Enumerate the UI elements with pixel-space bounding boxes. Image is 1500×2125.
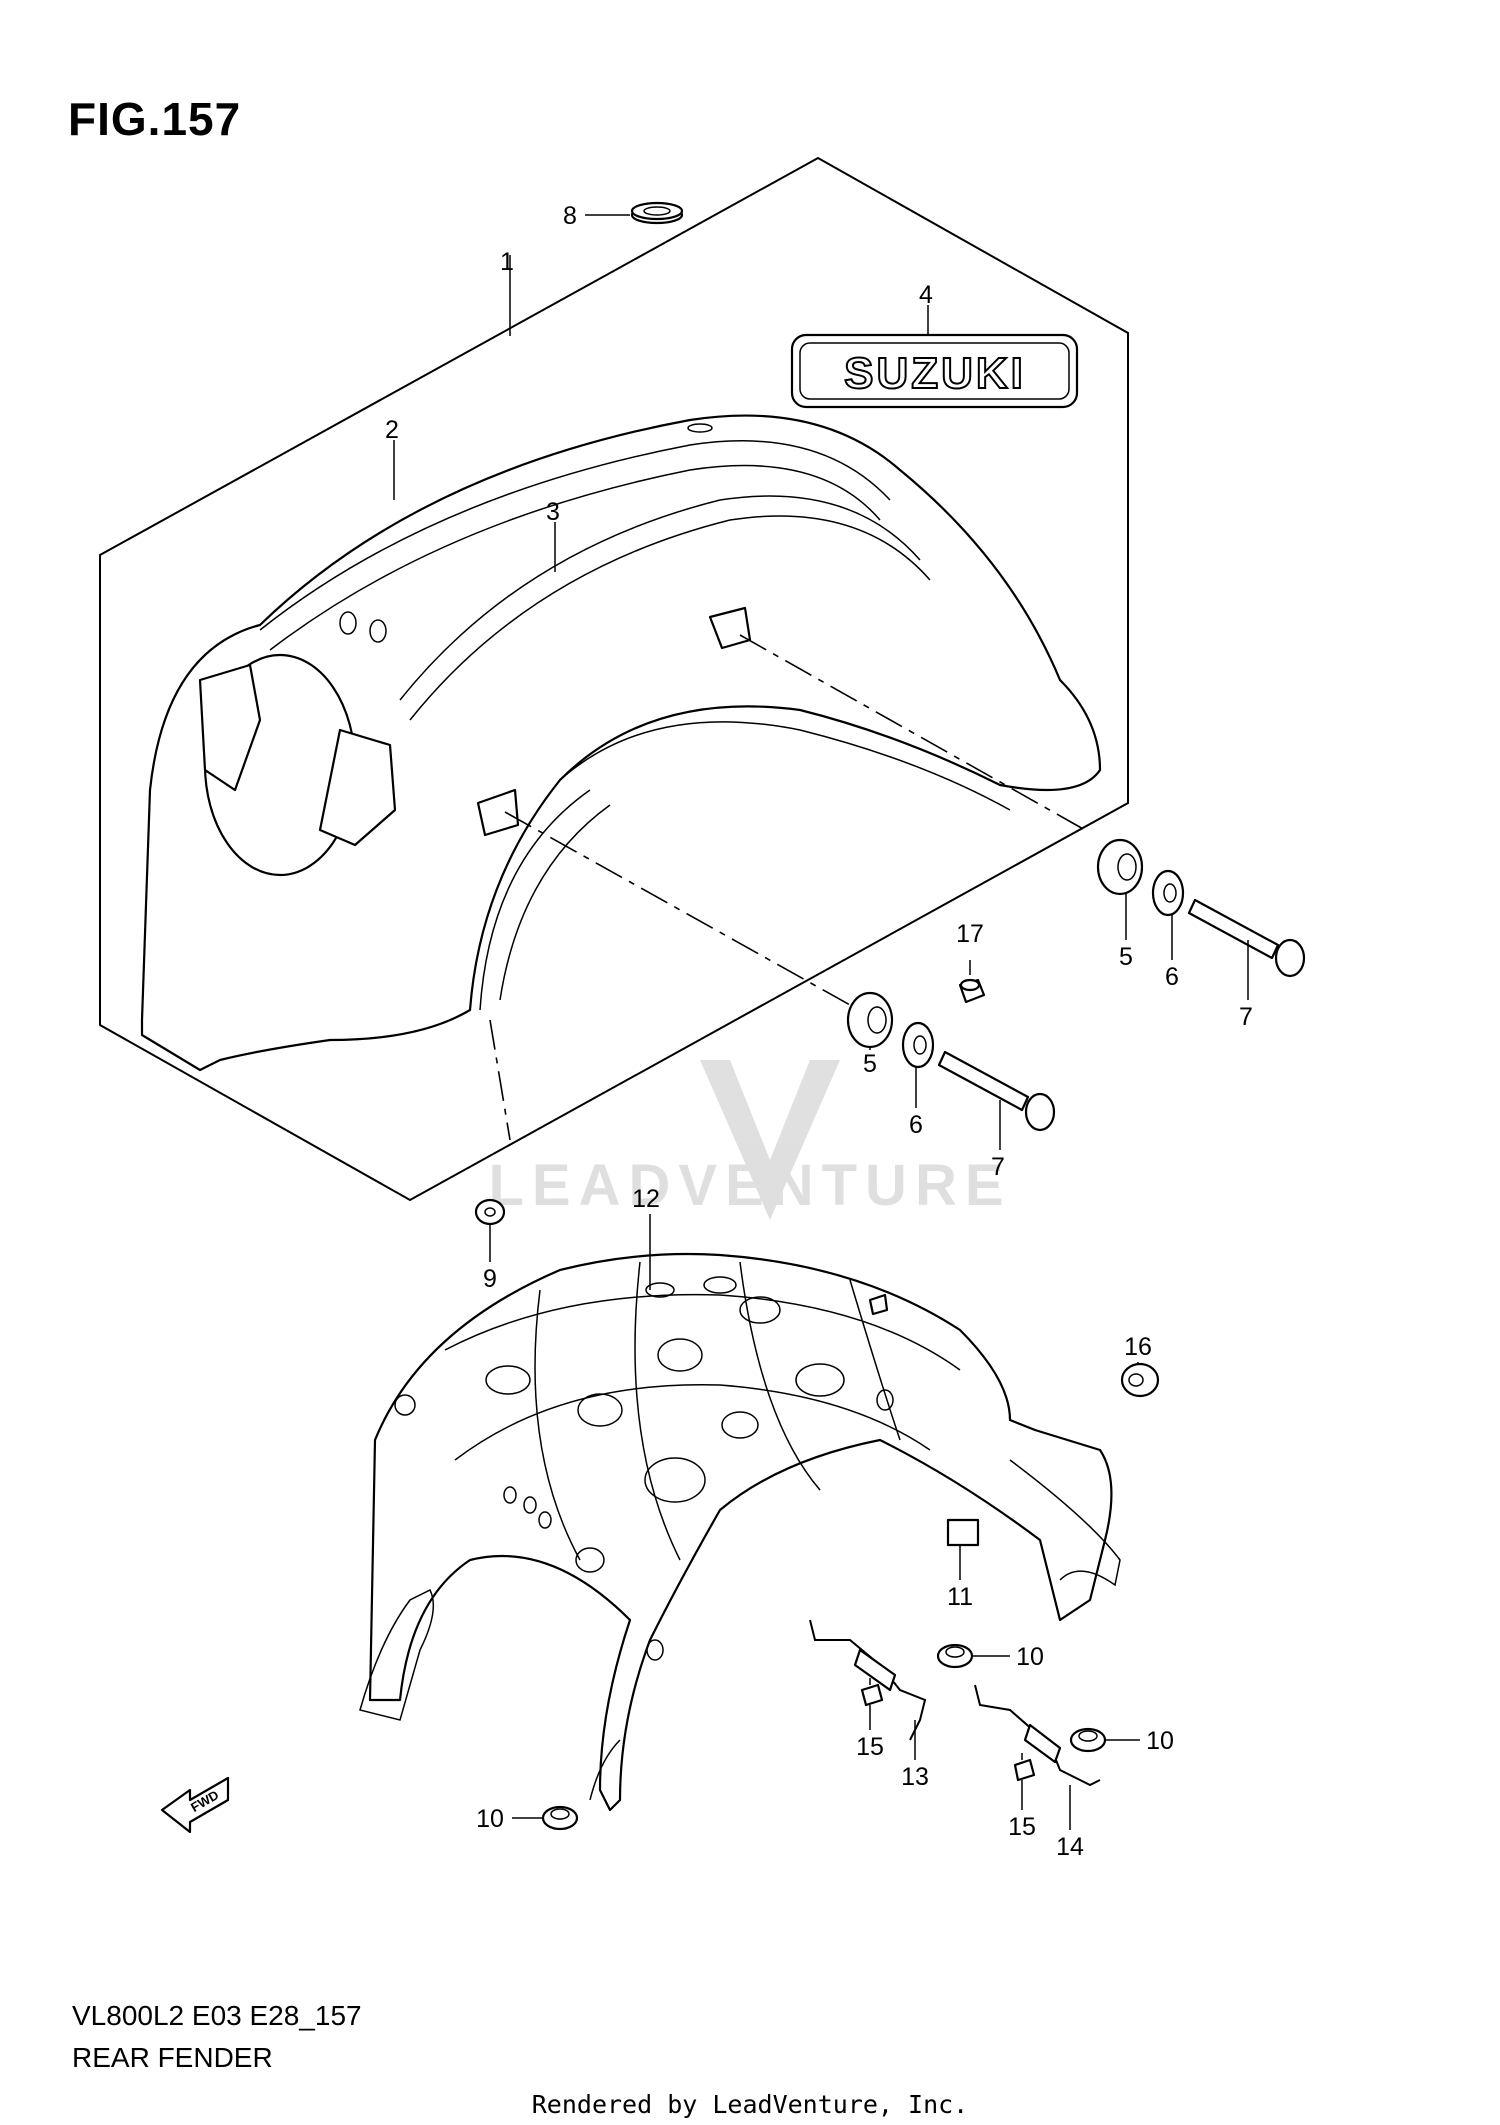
callout-11: 11: [947, 1583, 973, 1611]
callout-3: 3: [546, 498, 560, 526]
watermark-text: LEADVENTURE: [488, 1153, 1011, 1218]
forward-arrow-icon: FWD: [160, 1776, 230, 1834]
callout-8: 8: [563, 202, 577, 230]
nut-part-10-c: [541, 1805, 579, 1831]
callout-15-right: 15: [1008, 1813, 1036, 1841]
callout-17: 17: [956, 920, 984, 948]
clamp-part-15-right: [1013, 1753, 1036, 1782]
assembly-boundary: [99, 156, 1129, 1202]
nut-part-10-a: [936, 1643, 974, 1669]
callout-5-upper: 5: [1119, 943, 1133, 971]
callout-13: 13: [901, 1763, 929, 1791]
bolt-part-7-lower: [937, 1050, 1056, 1132]
figure-name: REAR FENDER: [72, 2042, 273, 2073]
harness-part-13: [809, 1619, 927, 1741]
callout-1: 1: [500, 248, 514, 276]
clamp-part-15-left: [860, 1678, 884, 1707]
model-code: VL800L2 E03 E28_157: [72, 2000, 362, 2031]
label-part-11: [946, 1518, 980, 1547]
rear-fender-part: [140, 414, 1102, 1072]
nut-part-16: [1120, 1362, 1160, 1398]
callout-2: 2: [385, 416, 399, 444]
callout-12: 12: [632, 1185, 660, 1213]
nut-part-17: [958, 978, 986, 1004]
figure-title: FIG.157: [68, 93, 242, 145]
suzuki-emblem-text: SUZUKI: [844, 349, 1026, 398]
spacer-part-5-upper: [1096, 838, 1144, 896]
callout-16: 16: [1124, 1333, 1152, 1361]
callout-10-c: 10: [476, 1805, 504, 1833]
callout-7-upper: 7: [1239, 1003, 1253, 1031]
callout-5-lower: 5: [863, 1050, 877, 1078]
callout-15-left: 15: [856, 1733, 884, 1761]
washer-part-6-upper: [1151, 869, 1185, 917]
rendered-by-credit: Rendered by LeadVenture, Inc.: [531, 2090, 969, 2119]
inner-fender-part-12: [359, 1252, 1121, 1812]
callout-7-lower: 7: [991, 1153, 1005, 1181]
washer-part-6-lower: [901, 1021, 935, 1069]
harness-part-14: [974, 1684, 1101, 1787]
callout-14: 14: [1056, 1833, 1084, 1861]
suzuki-emblem: SUZUKI: [790, 333, 1079, 409]
centerline-vertical: [489, 1019, 511, 1141]
callout-6-lower: 6: [909, 1111, 923, 1139]
watermark: LEADVENTURE: [488, 1060, 1011, 1220]
callout-4: 4: [919, 281, 933, 309]
centerline-lower: [504, 811, 851, 1006]
cushion-part-9: [474, 1198, 506, 1226]
nut-part-10-b: [1069, 1727, 1107, 1753]
centerline-upper: [739, 634, 1086, 831]
callout-10-a: 10: [1016, 1643, 1044, 1671]
leader-lines: [393, 214, 1249, 1830]
grommet-part-8: [630, 201, 684, 225]
callout-10-b: 10: [1146, 1727, 1174, 1755]
callout-9: 9: [483, 1265, 497, 1293]
bolt-part-7-upper: [1187, 898, 1306, 978]
spacer-part-5-lower: [846, 991, 894, 1049]
callout-6-upper: 6: [1165, 963, 1179, 991]
